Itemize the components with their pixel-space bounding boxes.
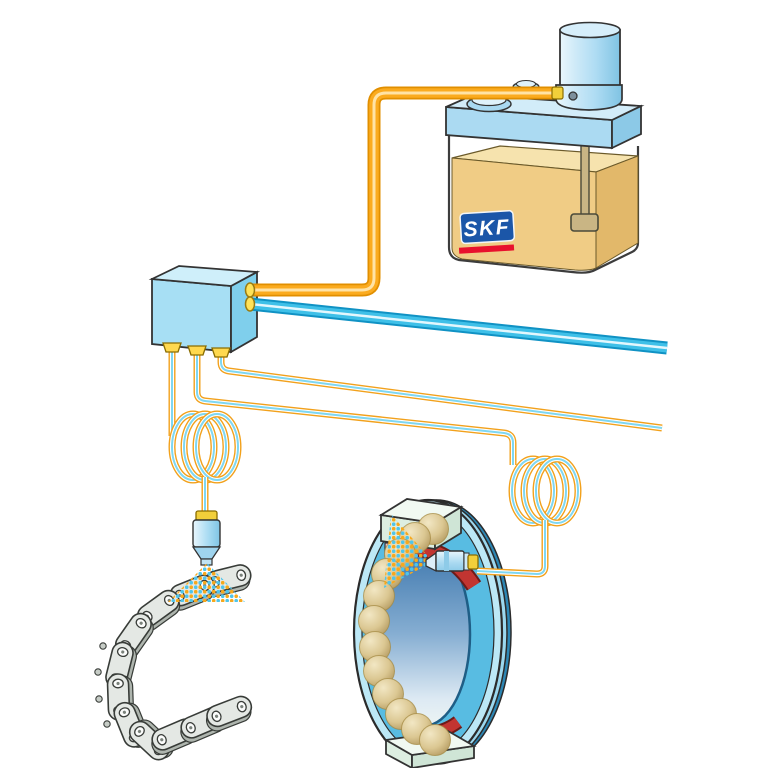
manifold-outlet-fitting-3: [211, 347, 231, 358]
nozzle-band: [444, 551, 449, 571]
pump-motor: [555, 21, 623, 111]
chain-spray-nozzle: [191, 510, 222, 566]
lubricant-reservoir-pump-unit: SKF: [445, 21, 645, 274]
spray-mist-chain: [168, 563, 245, 602]
skf-logo-plate: [459, 209, 516, 245]
spray-mist-bearing: [384, 514, 433, 588]
nozzle-fitting: [467, 554, 479, 570]
spherical-roller-bearing: [352, 498, 512, 768]
manifold-outlet-fitting-1: [162, 342, 182, 353]
air-supply-tube: [249, 297, 668, 355]
metering-manifold-block: [148, 265, 261, 354]
tube-coil-bearing: [508, 455, 582, 527]
skf-logo: SKF: [458, 209, 516, 254]
pump-screw: [568, 91, 578, 101]
manifold-outlet-fitting-2: [187, 345, 207, 356]
skf-logo-text: SKF: [463, 216, 511, 242]
manifold-port-lubricant: [244, 282, 256, 298]
pump-inlet-fitting: [551, 86, 564, 100]
suction-foot-strainer: [570, 213, 599, 232]
pump-head-collar: [555, 84, 623, 111]
feed-tube-chain: [168, 350, 242, 514]
manifold-fittings: [162, 282, 256, 358]
feed-tube-spare: [217, 352, 663, 432]
skf-logo-underline: [458, 244, 515, 254]
chain-pin-stubs: [94, 642, 111, 728]
lubricant-supply-tube: [252, 86, 564, 297]
feed-tubes: [168, 350, 663, 578]
manifold-port-air: [244, 296, 256, 312]
tube-coil-chain: [168, 410, 242, 484]
bearing-spray-nozzle: [425, 550, 479, 573]
feed-tube-bearing: [193, 350, 582, 578]
